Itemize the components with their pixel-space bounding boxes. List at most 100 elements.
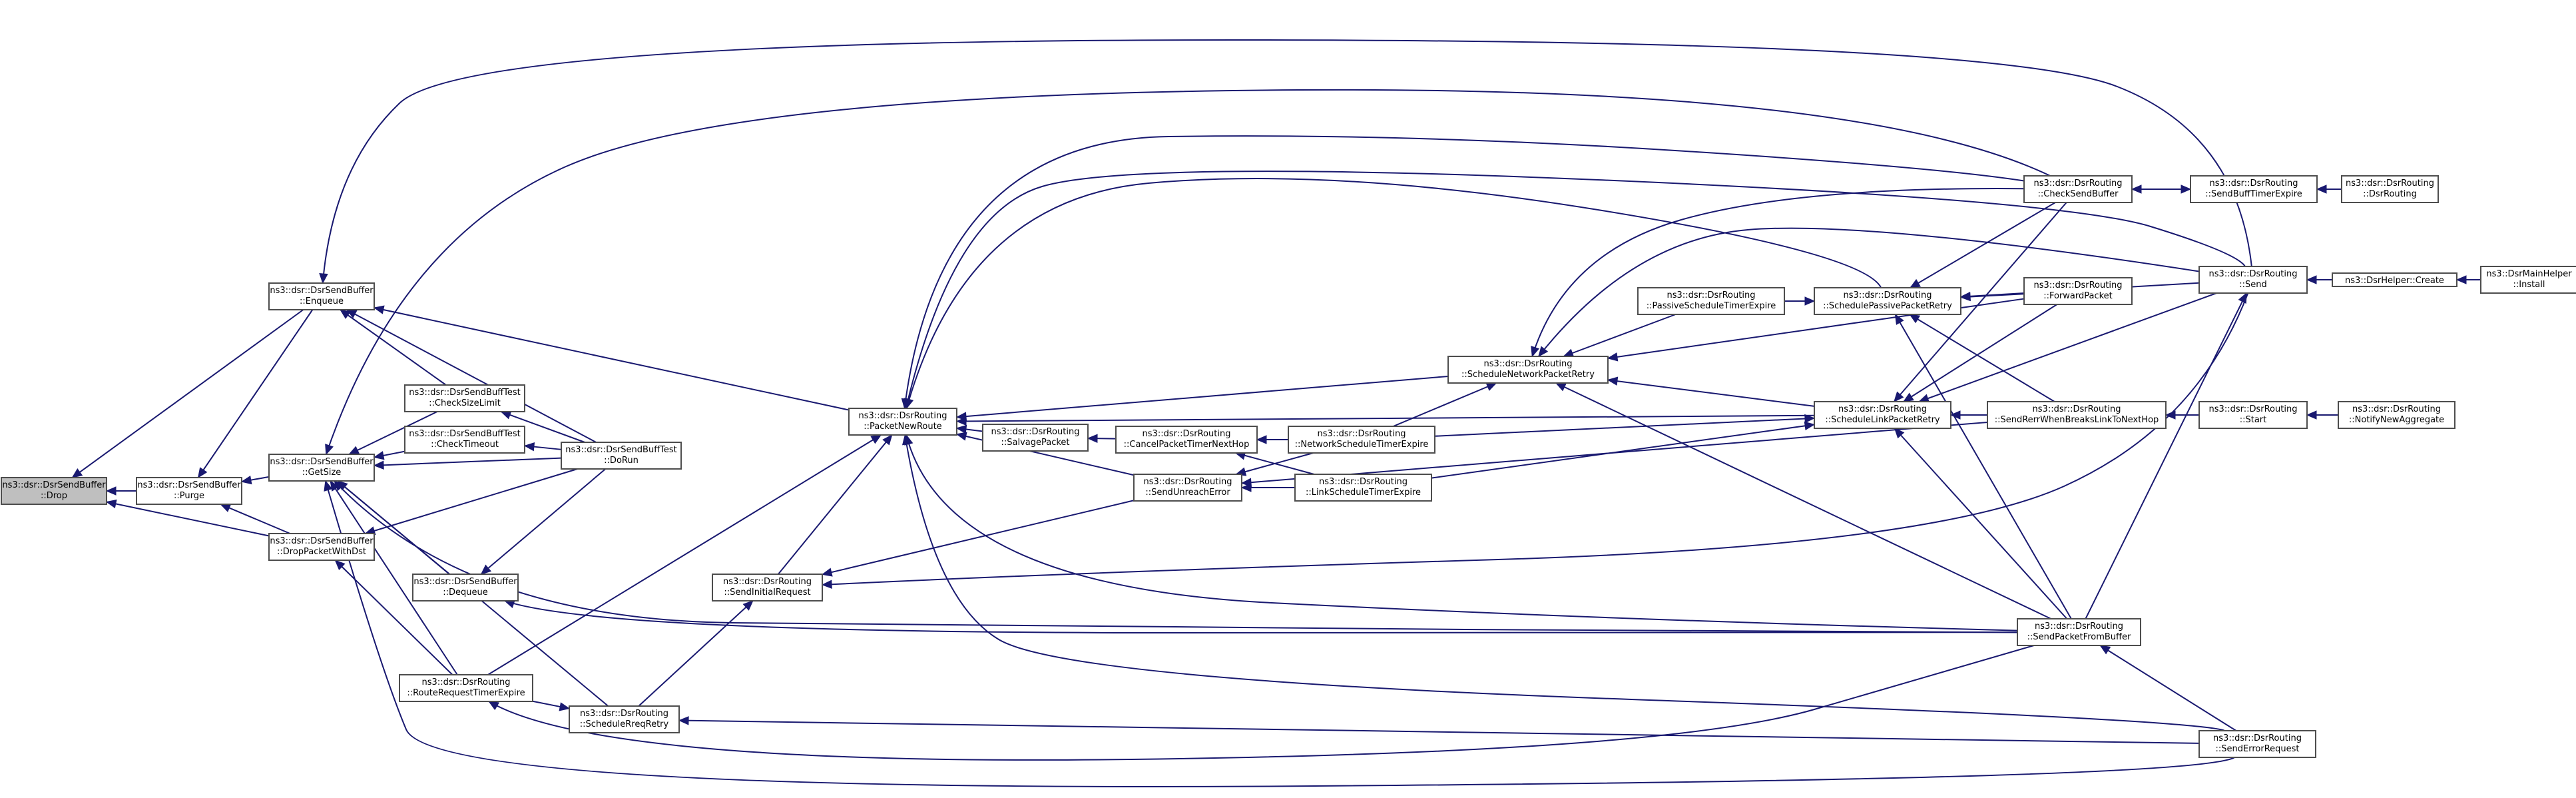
node-label-line: ns3::dsr::DsrRouting — [991, 427, 1080, 437]
node-notify-new-aggregate[interactable]: ns3::dsr::DsrRouting::NotifyNewAggregate — [2338, 401, 2455, 429]
arrowhead — [1894, 428, 1905, 439]
edge-line — [903, 135, 2025, 409]
node-send[interactable]: ns3::dsr::DsrRouting::Send — [2198, 266, 2308, 294]
edge-line — [1236, 452, 1314, 475]
arrowhead — [2099, 645, 2111, 655]
arrowhead — [1902, 392, 1914, 402]
edge-getSize-routeRequestTimerExpire — [330, 480, 458, 675]
edge-send-sendPacketFromBuffer — [2085, 292, 2248, 619]
edge-purge-dropPacketWithDst — [220, 504, 291, 534]
edge-line — [638, 600, 754, 707]
node-label-line: ns3::dsr::DsrRouting — [422, 677, 511, 687]
node-enqueue[interactable]: ns3::dsr::DsrSendBuffer::Enqueue — [268, 282, 375, 310]
node-schedule-passive-packet-retry[interactable]: ns3::dsr::DsrRouting::SchedulePassivePac… — [1814, 287, 1961, 315]
edge-scheduleRreqRetry-sendErrorRequest — [678, 716, 2200, 744]
node-box — [2198, 266, 2308, 294]
node-check-timeout[interactable]: ns3::dsr::DsrSendBuffTest::CheckTimeout — [404, 426, 525, 454]
node-label-line: ::NotifyNewAggregate — [2349, 415, 2444, 425]
node-box — [712, 574, 823, 601]
edge-scheduleLinkPacketRetry-sendRerrWhenBreaksLinkToNextHop — [1949, 410, 1987, 420]
node-purge[interactable]: ns3::dsr::DsrSendBuffer::Purge — [136, 477, 242, 505]
node-forward-packet[interactable]: ns3::dsr::DsrRouting::ForwardPacket — [2023, 277, 2133, 305]
edge-checkTimeout-doRun — [523, 442, 562, 452]
node-cancel-packet-timer-next-hop[interactable]: ns3::dsr::DsrRouting::CancelPacketTimerN… — [1115, 426, 1258, 454]
node-link-schedule-timer-expire[interactable]: ns3::dsr::DsrRouting::LinkScheduleTimerE… — [1294, 474, 1432, 502]
node-send-initial-request[interactable]: ns3::dsr::DsrRouting::SendInitialRequest — [712, 574, 823, 601]
node-label-line: ::SendUnreachError — [1145, 488, 1230, 498]
node-label-line: ns3::dsr::DsrSendBuffer — [413, 577, 517, 587]
edge-packetNewRoute-routeRequestTimerExpire — [487, 434, 882, 675]
node-box — [2017, 618, 2141, 646]
edge-line — [905, 434, 2018, 631]
node-label-line: ns3::dsr::DsrRouting — [1844, 290, 1932, 300]
node-label-line: ns3::dsr::DsrRouting — [1144, 477, 1232, 487]
node-label-line: ns3::dsr::DsrRouting — [2209, 269, 2298, 279]
node-label-line: ns3::dsr::DsrRouting — [2209, 404, 2298, 414]
edge-line — [1894, 314, 2072, 619]
edge-line — [905, 178, 1882, 409]
node-box — [2190, 175, 2318, 203]
node-label-line: ::PacketNewRoute — [864, 422, 941, 432]
arrowhead — [1555, 382, 1567, 392]
node-passive-schedule-timer-expire[interactable]: ns3::dsr::DsrRouting::PassiveScheduleTim… — [1637, 287, 1785, 315]
arrowhead — [1894, 313, 1904, 325]
edge-line — [334, 480, 2018, 633]
node-send-rerr-when-breaks-link-to-next-hop[interactable]: ns3::dsr::DsrRouting::SendRerrWhenBreaks… — [1987, 401, 2167, 429]
node-label-line: ns3::dsr::DsrRouting — [580, 709, 668, 719]
edge-line — [2085, 292, 2248, 619]
node-label-line: ns3::dsr::DsrSendBuffer — [2, 480, 106, 490]
node-label-line: ::Install — [2513, 280, 2545, 290]
edge-getSize-checkTimeout — [373, 450, 405, 460]
edge-line — [501, 411, 585, 443]
node-packet-new-route[interactable]: ns3::dsr::DsrRouting::PacketNewRoute — [848, 408, 957, 436]
node-label-line: ::GetSize — [302, 468, 342, 478]
edge-scheduleNetworkPacketRetry-networkScheduleTimerExpire — [1393, 382, 1497, 427]
node-route-request-timer-expire[interactable]: ns3::dsr::DsrRouting::RouteRequestTimerE… — [399, 674, 533, 702]
node-dsr-main-helper-install[interactable]: ns3::DsrMainHelper::Install — [2480, 266, 2576, 294]
node-box — [2338, 401, 2455, 429]
node-box — [2332, 272, 2457, 287]
edge-schedulePassivePacketRetry-forwardPacket — [1959, 292, 2025, 302]
node-start[interactable]: ns3::dsr::DsrRouting::Start — [2198, 401, 2308, 429]
node-dsr-helper-create[interactable]: ns3::DsrHelper::Create — [2332, 272, 2457, 287]
node-salvage-packet[interactable]: ns3::dsr::DsrRouting::SalvagePacket — [982, 424, 1089, 452]
node-network-schedule-timer-expire[interactable]: ns3::dsr::DsrRouting::NetworkScheduleTim… — [1288, 426, 1435, 454]
edge-line — [374, 457, 562, 466]
node-schedule-link-packet-retry[interactable]: ns3::dsr::DsrRouting::ScheduleLinkPacket… — [1814, 401, 1951, 429]
node-send-unreach-error[interactable]: ns3::dsr::DsrRouting::SendUnreachError — [1133, 474, 1242, 502]
node-label-line: ns3::dsr::DsrRouting — [2352, 404, 2441, 414]
edge-scheduleLinkPacketRetry-networkScheduleTimerExpire — [1434, 414, 1816, 437]
node-box — [2023, 277, 2133, 305]
node-do-run[interactable]: ns3::dsr::DsrSendBuffTest::DoRun — [561, 442, 682, 470]
arrowhead — [197, 467, 208, 479]
node-label-line: ::DsrRouting — [2363, 189, 2417, 199]
node-box — [1115, 426, 1258, 454]
node-label-line: ::Send — [2239, 280, 2267, 290]
node-send-buff-timer-expire[interactable]: ns3::dsr::DsrRouting::SendBuffTimerExpir… — [2190, 175, 2318, 203]
edge-scheduleLinkPacketRetry-sendPacketFromBuffer — [1894, 428, 2068, 619]
node-schedule-rreq-retry[interactable]: ns3::dsr::DsrRouting::ScheduleRreqRetry — [569, 705, 680, 733]
arrowhead — [1256, 435, 1267, 444]
arrowhead — [480, 564, 492, 575]
edge-scheduleLinkPacketRetry-forwardPacket — [1902, 304, 2057, 402]
edge-scheduleLinkPacketRetry-linkScheduleTimerExpire — [1431, 421, 1816, 479]
node-get-size[interactable]: ns3::dsr::DsrSendBuffer::GetSize — [268, 454, 375, 482]
edge-routeRequestTimerExpire-sendPacketFromBuffer — [488, 645, 2035, 761]
node-check-size-limit[interactable]: ns3::dsr::DsrSendBuffTest::CheckSizeLimi… — [404, 384, 525, 412]
edge-line — [1607, 379, 1815, 407]
edge-sendPacketFromBuffer-sendErrorRequest — [2099, 645, 2237, 731]
node-drop-packet-with-dst[interactable]: ns3::dsr::DsrSendBuffer::DropPacketWithD… — [268, 533, 375, 561]
node-dequeue[interactable]: ns3::dsr::DsrSendBuffer::Dequeue — [412, 574, 519, 601]
node-drop[interactable]: ns3::dsr::DsrSendBuffer::Drop — [1, 477, 107, 505]
node-box — [1, 477, 107, 505]
node-schedule-network-packet-retry[interactable]: ns3::dsr::DsrRouting::ScheduleNetworkPac… — [1447, 356, 1609, 384]
node-box — [404, 426, 525, 454]
node-check-send-buffer[interactable]: ns3::dsr::DsrRouting::CheckSendBuffer — [2023, 175, 2133, 203]
node-send-error-request[interactable]: ns3::dsr::DsrRouting::SendErrorRequest — [2198, 730, 2316, 758]
edge-line — [778, 434, 893, 575]
node-label-line: ::LinkScheduleTimerExpire — [1306, 488, 1421, 498]
node-send-packet-from-buffer[interactable]: ns3::dsr::DsrRouting::SendPacketFromBuff… — [2017, 618, 2141, 646]
node-dsr-routing[interactable]: ns3::dsr::DsrRouting::DsrRouting — [2341, 175, 2439, 203]
edge-drop-dropPacketWithDst — [105, 499, 270, 537]
